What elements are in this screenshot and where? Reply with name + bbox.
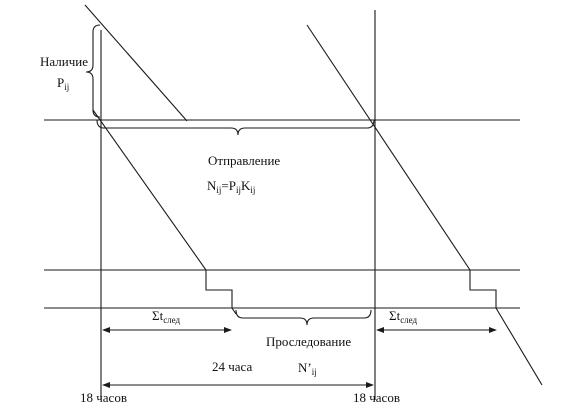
label-time-left: 18 часов [80, 390, 127, 405]
arrowhead-sigma-right-start [376, 327, 384, 333]
arrowhead-sigma-left-end [224, 327, 232, 333]
label-availability: Наличие [40, 54, 88, 69]
label-24-hours: 24 часа [212, 359, 252, 374]
label-departure: Отправление [208, 153, 280, 168]
label-following: Проследование [266, 334, 351, 349]
label-time-right: 18 часов [353, 390, 400, 405]
brace-departure [96, 119, 375, 136]
arrowhead-24h-end [366, 382, 374, 388]
arrowhead-24h-start [102, 382, 110, 388]
diagonal-departure-right [306, 24, 471, 271]
label-departure-formula: Nij=PijKij [207, 178, 255, 195]
arrowhead-sigma-left-start [102, 327, 110, 333]
diagonal-availability-line [84, 4, 188, 122]
brace-availability [85, 24, 101, 118]
brace-following [235, 309, 372, 326]
label-sigma-t-right: Σtслед [389, 308, 418, 325]
arrowhead-sigma-right-end [489, 327, 497, 333]
diagonal-departure-left-stepped [92, 109, 237, 315]
label-n-prime-ij: N’ij [298, 360, 317, 377]
label-sigma-t-left: Σtслед [152, 308, 181, 325]
diagonal-right-stepped [469, 270, 543, 386]
label-p-ij: Pij [57, 75, 69, 92]
